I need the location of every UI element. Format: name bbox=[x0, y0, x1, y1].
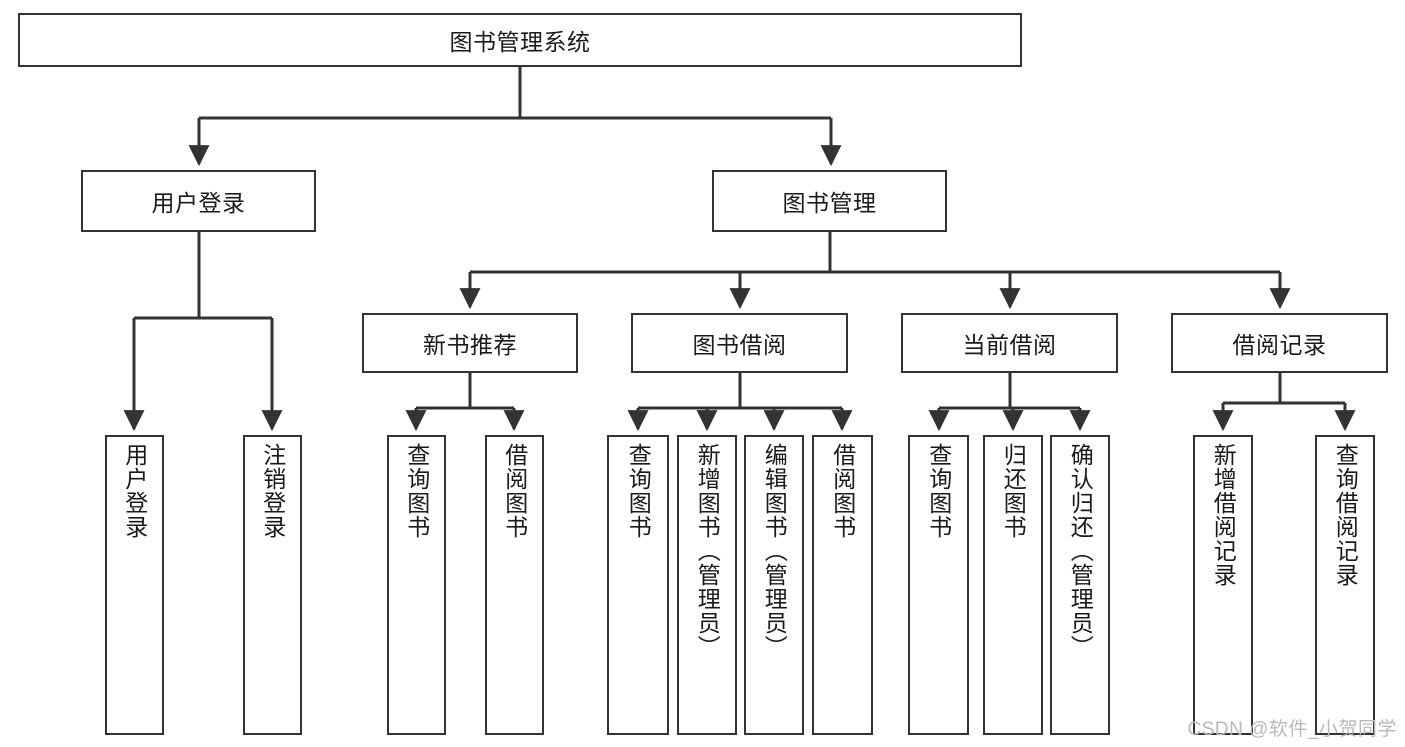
leaf-label: 注销登录 bbox=[259, 443, 286, 539]
leaf-label: 借阅图书 bbox=[501, 443, 528, 539]
node-book-manage[interactable]: 图书管理 bbox=[712, 170, 947, 232]
leaf-node[interactable]: 归还图书 bbox=[983, 435, 1043, 735]
leaf-node[interactable]: 编辑图书（管理员） bbox=[744, 435, 804, 735]
leaf-label: 归还图书 bbox=[1000, 443, 1027, 539]
leaf-node[interactable]: 确认归还（管理员） bbox=[1050, 435, 1110, 735]
leaf-label: 借阅图书 bbox=[829, 443, 856, 539]
leaf-label: 新增图书（管理员） bbox=[694, 443, 721, 659]
leaf-node[interactable]: 借阅图书 bbox=[485, 435, 544, 735]
leaf-label: 新增借阅记录 bbox=[1210, 443, 1237, 587]
leaf-node[interactable]: 查询图书 bbox=[387, 435, 446, 735]
node-book-borrow[interactable]: 图书借阅 bbox=[631, 313, 848, 373]
node-root[interactable]: 图书管理系统 bbox=[18, 13, 1022, 67]
leaf-label: 确认归还（管理员） bbox=[1067, 443, 1094, 659]
leaf-node[interactable]: 新增借阅记录 bbox=[1193, 435, 1253, 735]
leaf-node[interactable]: 查询图书 bbox=[607, 435, 669, 735]
leaf-label: 查询图书 bbox=[403, 443, 430, 539]
node-borrow-record[interactable]: 借阅记录 bbox=[1171, 313, 1388, 373]
leaf-label: 查询图书 bbox=[625, 443, 652, 539]
node-new-book-recommend[interactable]: 新书推荐 bbox=[362, 313, 578, 373]
leaf-label: 用户登录 bbox=[121, 443, 148, 539]
leaf-node[interactable]: 查询图书 bbox=[908, 435, 969, 735]
leaf-node[interactable]: 注销登录 bbox=[243, 435, 302, 735]
leaf-label: 查询图书 bbox=[925, 443, 952, 539]
node-user-login[interactable]: 用户登录 bbox=[81, 170, 316, 232]
leaf-label: 查询借阅记录 bbox=[1332, 443, 1359, 587]
csdn-watermark: CSDN @软件_小贺同学 bbox=[1187, 719, 1397, 740]
node-current-borrow[interactable]: 当前借阅 bbox=[901, 313, 1118, 373]
leaf-node[interactable]: 用户登录 bbox=[105, 435, 164, 735]
leaf-node[interactable]: 查询借阅记录 bbox=[1315, 435, 1375, 735]
leaf-node[interactable]: 新增图书（管理员） bbox=[677, 435, 737, 735]
leaf-node[interactable]: 借阅图书 bbox=[812, 435, 873, 735]
leaf-label: 编辑图书（管理员） bbox=[761, 443, 788, 659]
